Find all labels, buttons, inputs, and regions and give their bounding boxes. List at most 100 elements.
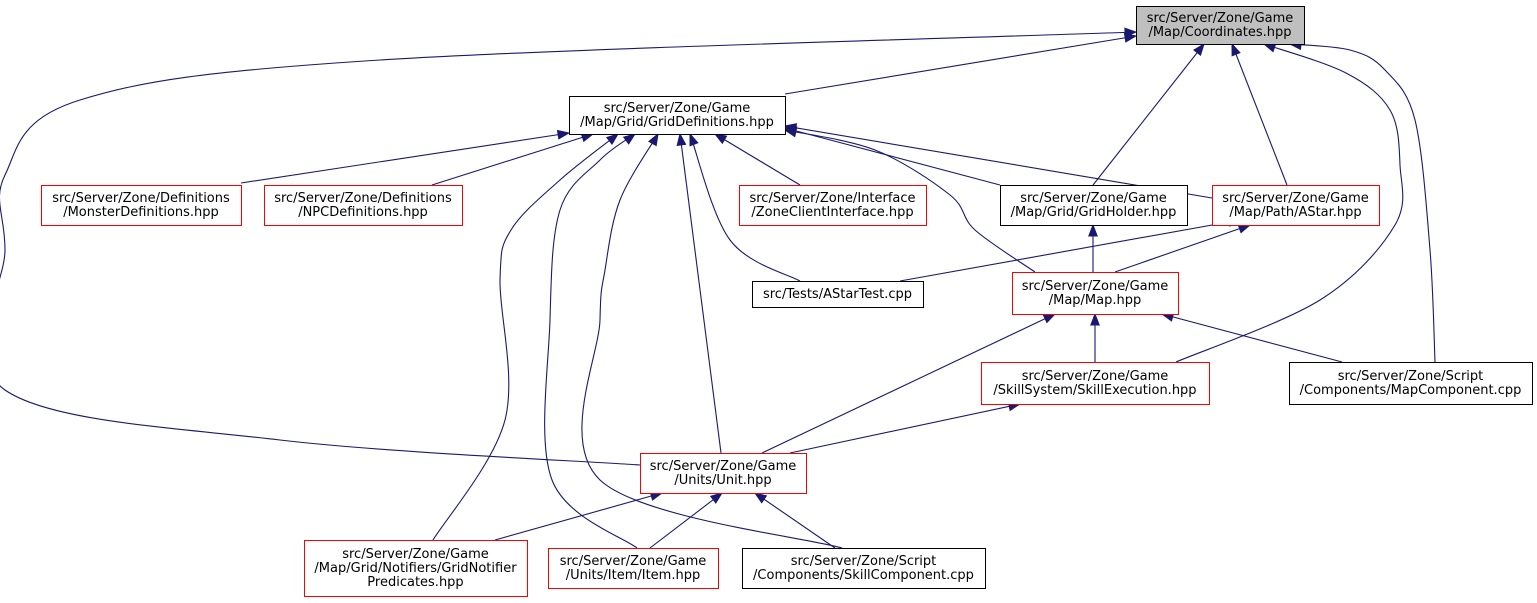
edge-npcdefinitions-to-griddefinitions	[431, 132, 595, 186]
node-unit[interactable]: src/Server/Zone/Game/Units/Unit.hpp	[640, 453, 807, 494]
node-label-line: /Map/Path/AStar.hpp	[1229, 205, 1361, 220]
node-label-line: /Components/MapComponent.cpp	[1300, 383, 1522, 398]
edge-line	[544, 133, 638, 549]
node-label-line: /Map/Map.hpp	[1049, 293, 1142, 308]
node-mapcomponent[interactable]: src/Server/Zone/Script/Components/MapCom…	[1289, 362, 1533, 405]
edge-line	[649, 492, 723, 549]
node-box[interactable]	[640, 453, 807, 494]
arrow-head-icon	[676, 132, 687, 146]
edge-line	[1231, 43, 1288, 186]
node-box[interactable]	[569, 96, 786, 135]
node-npcdefinitions[interactable]: src/Server/Zone/Definitions/NPCDefinitio…	[264, 185, 463, 226]
node-gridholder[interactable]: src/Server/Zone/Game/Map/Grid/GridHolder…	[1000, 185, 1188, 226]
node-map[interactable]: src/Server/Zone/Game/Map/Map.hpp	[1012, 272, 1179, 315]
node-label-line: src/Server/Zone/Definitions	[274, 191, 452, 206]
edge-line	[1175, 43, 1404, 363]
arrow-head-icon	[1124, 27, 1138, 38]
edge-item-to-unit	[649, 492, 724, 549]
node-box[interactable]	[1012, 272, 1179, 315]
node-label-line: src/Server/Zone/Game	[1022, 369, 1169, 384]
node-label-line: src/Server/Zone/Script	[791, 554, 937, 569]
node-skillcomponent[interactable]: src/Server/Zone/Script/Components/SkillC…	[742, 548, 986, 589]
edge-line	[784, 127, 1001, 186]
node-box[interactable]	[1136, 6, 1305, 45]
arrow-head-icon	[1042, 313, 1057, 324]
node-box[interactable]	[981, 362, 1210, 405]
edge-mapcomponent-to-map	[1160, 312, 1343, 363]
node-label-line: src/Server/Zone/Interface	[749, 191, 915, 206]
edge-line	[0, 31, 1137, 466]
edge-line	[689, 133, 801, 282]
node-box[interactable]	[742, 548, 986, 589]
node-label-line: /NPCDefinitions.hpp	[298, 205, 428, 220]
node-label-line: /Map/Grid/GridDefinitions.hpp	[580, 115, 774, 130]
edge-astartest-to-astar	[899, 217, 1242, 282]
edge-item-to-griddefinitions	[544, 133, 638, 549]
node-gridnotifier[interactable]: src/Server/Zone/Game/Map/Grid/Notifiers/…	[304, 540, 528, 597]
node-label-line: src/Server/Zone/Script	[1338, 369, 1484, 384]
edge-line	[1289, 43, 1436, 363]
edge-line	[679, 133, 722, 454]
arrow-head-icon	[1090, 312, 1100, 326]
arrow-head-icon	[622, 133, 637, 145]
node-label-line: src/Server/Zone/Definitions	[52, 191, 230, 206]
node-coordinates[interactable]: src/Server/Zone/Game/Map/Coordinates.hpp	[1136, 6, 1305, 45]
edge-astartest-to-griddefinitions	[689, 132, 801, 282]
arrow-head-icon	[709, 492, 724, 504]
node-box[interactable]	[752, 281, 924, 308]
edge-line	[1114, 224, 1251, 273]
node-label-line: src/Server/Zone/Game	[1022, 279, 1169, 294]
node-box[interactable]	[304, 540, 528, 597]
node-label-line: /Components/SkillComponent.cpp	[753, 568, 974, 583]
edge-zoneclientinterface-to-griddefinitions	[713, 133, 801, 186]
edge-line	[789, 403, 1021, 454]
node-box[interactable]	[1289, 362, 1533, 405]
node-label-line: src/Server/Zone/Game	[560, 554, 707, 569]
node-skillexecution[interactable]: src/Server/Zone/Game/SkillSystem/SkillEx…	[981, 362, 1210, 405]
node-label-line: /Map/Grid/Notifiers/GridNotifier	[314, 561, 517, 576]
node-label-line: /SkillSystem/SkillExecution.hpp	[993, 383, 1196, 398]
node-monsterdefinitions[interactable]: src/Server/Zone/Definitions/MonsterDefin…	[41, 185, 242, 226]
node-label-line: /Units/Item/Item.hpp	[566, 568, 700, 583]
edge-astar-to-coordinates	[1231, 42, 1288, 186]
node-griddefinitions[interactable]: src/Server/Zone/Game/Map/Grid/GridDefini…	[569, 96, 786, 135]
edge-line	[784, 35, 1137, 95]
node-box[interactable]	[739, 185, 927, 226]
edge-line	[240, 132, 570, 184]
edge-line	[1161, 313, 1343, 363]
node-box[interactable]	[264, 185, 463, 226]
node-label-line: /Units/Unit.hpp	[674, 473, 771, 488]
edge-skillcomponent-to-unit	[753, 492, 836, 549]
nodes-layer: src/Server/Zone/Game/Map/Coordinates.hpp…	[41, 6, 1533, 597]
edge-line	[899, 219, 1241, 282]
edge-map-to-astar	[1114, 224, 1252, 273]
edge-line	[431, 133, 594, 186]
node-box[interactable]	[1000, 185, 1188, 226]
edge-skillcomponent-to-griddefinitions	[581, 132, 843, 549]
node-label-line: src/Server/Zone/Game	[1147, 11, 1294, 26]
edge-monsterdefinitions-to-griddefinitions	[240, 129, 571, 184]
edge-unit-to-coordinates	[0, 27, 1138, 466]
node-box[interactable]	[1212, 185, 1380, 226]
node-item[interactable]: src/Server/Zone/Game/Units/Item/Item.hpp	[548, 548, 719, 589]
edge-unit-to-skillexecution	[789, 401, 1022, 454]
edge-line	[1092, 43, 1205, 186]
edge-unit-to-griddefinitions	[676, 132, 722, 454]
arrow-head-icon	[605, 133, 620, 145]
arrow-head-icon	[556, 129, 571, 140]
arrow-head-icon	[689, 132, 699, 147]
arrow-head-icon	[753, 492, 768, 504]
node-box[interactable]	[548, 548, 719, 589]
arrow-head-icon	[1231, 42, 1241, 57]
node-astar[interactable]: src/Server/Zone/Game/Map/Path/AStar.hpp	[1212, 185, 1380, 226]
arrow-head-icon	[1193, 42, 1205, 57]
edge-line	[714, 133, 801, 186]
node-box[interactable]	[41, 185, 242, 226]
edge-gridnotifier-to-griddefinitions	[432, 133, 620, 541]
node-label-line: Predicates.hpp	[367, 575, 463, 590]
node-zoneclientinterface[interactable]: src/Server/Zone/Interface/ZoneClientInte…	[739, 185, 927, 226]
node-astartest[interactable]: src/Tests/AStarTest.cpp	[752, 281, 924, 308]
edge-map-to-griddefinitions	[783, 127, 1036, 273]
